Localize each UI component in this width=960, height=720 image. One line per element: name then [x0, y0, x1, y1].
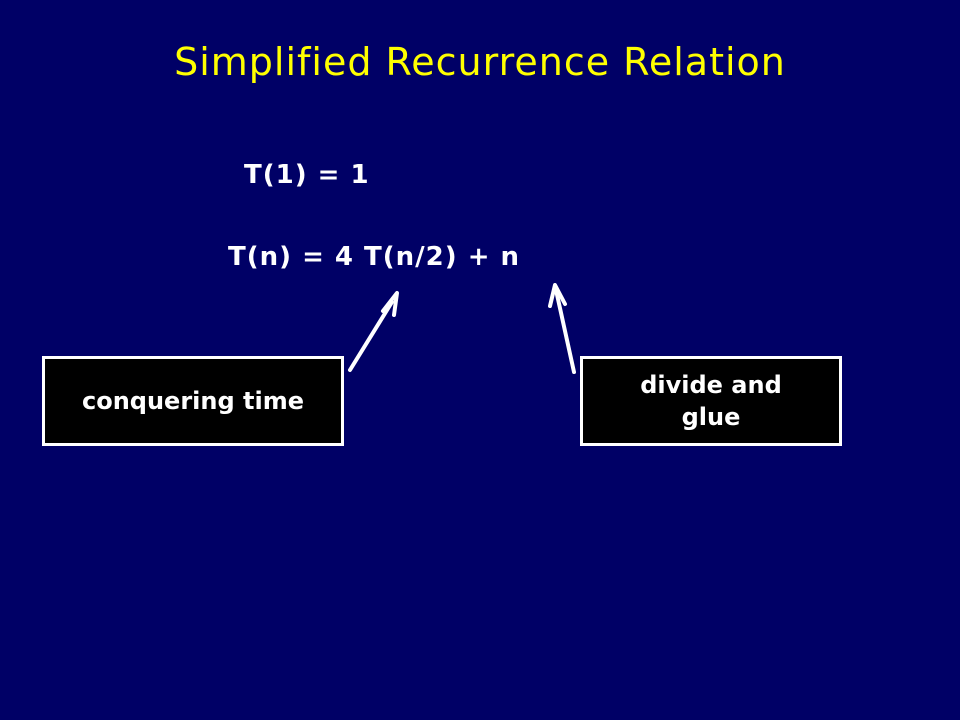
slide-title: Simplified Recurrence Relation	[174, 40, 786, 84]
conquering-time-box: conquering time	[42, 356, 344, 446]
divide-and-glue-box: divide and glue	[580, 356, 842, 446]
divide-and-glue-label: divide and glue	[640, 371, 782, 431]
arrow-up-right-icon	[348, 291, 399, 372]
arrow-up-left-icon	[548, 283, 576, 374]
recurrence-equation: T(n) = 4 T(n/2) + n	[228, 242, 521, 272]
conquering-time-label: conquering time	[81, 387, 304, 415]
base-case-equation: T(1) = 1	[244, 160, 370, 190]
